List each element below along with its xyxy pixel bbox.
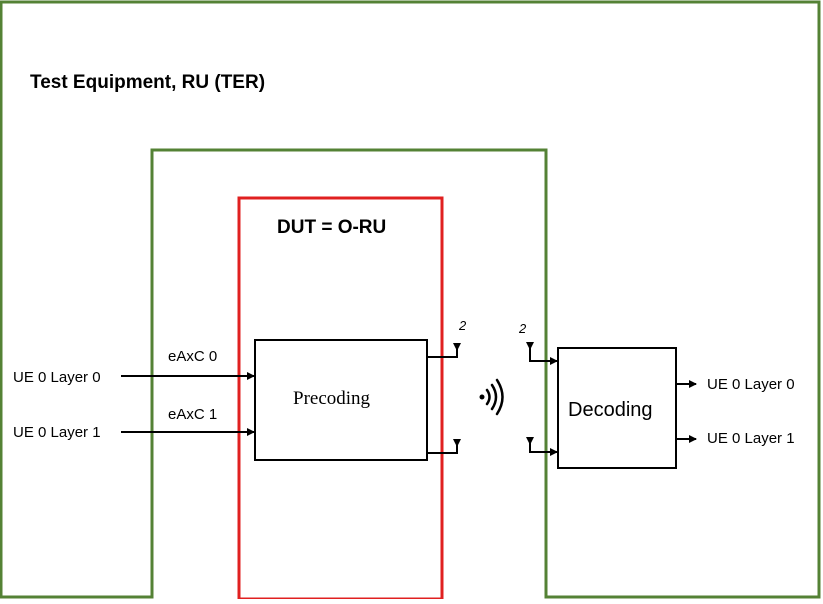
rx-antenna-line-0: [529, 345, 550, 362]
test-equipment-title: Test Equipment, RU (TER): [30, 72, 265, 93]
tx-antenna-icon-0: [453, 343, 461, 351]
wireless-signal-icon: [479, 378, 504, 416]
rx-antenna-count: 2: [518, 321, 527, 336]
tx-antenna-icon-1: [453, 439, 461, 447]
decoding-label: Decoding: [568, 399, 653, 421]
output-label-1: UE 0 Layer 1: [707, 430, 795, 447]
channel-label-0: eAxC 0: [168, 348, 217, 365]
output-label-0: UE 0 Layer 0: [707, 376, 795, 393]
decoding-block: [557, 347, 677, 469]
input-label-0: UE 0 Layer 0: [13, 369, 101, 386]
tx-antenna-count: 2: [458, 318, 467, 333]
precoding-block: [254, 339, 428, 461]
dut-title: DUT = O-RU: [277, 217, 386, 238]
channel-label-1: eAxC 1: [168, 406, 217, 423]
precoding-label: Precoding: [293, 388, 371, 409]
rx-antenna-line-1: [529, 440, 550, 453]
input-label-1: UE 0 Layer 1: [13, 424, 101, 441]
